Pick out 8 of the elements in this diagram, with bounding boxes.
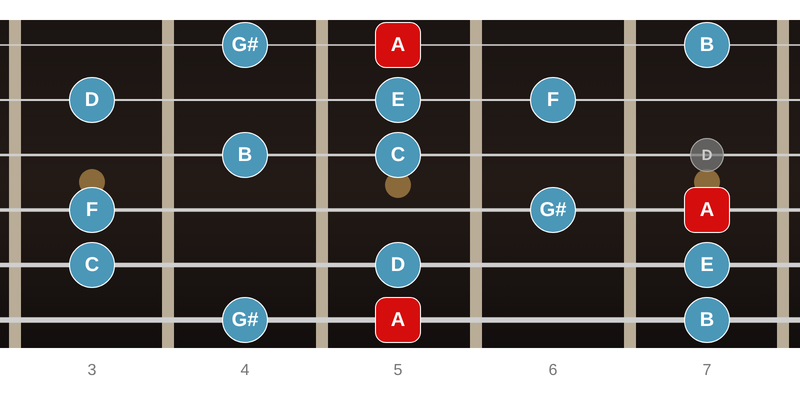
root-note-marker: A: [375, 297, 421, 343]
root-note-marker: A: [375, 22, 421, 68]
fret-number: 4: [240, 362, 250, 380]
fret-number: 6: [548, 362, 558, 380]
fret-number: 5: [392, 362, 404, 380]
root-note-marker: A: [684, 187, 730, 233]
fret-number: 7: [702, 362, 712, 380]
fret-number: 3: [86, 362, 98, 380]
